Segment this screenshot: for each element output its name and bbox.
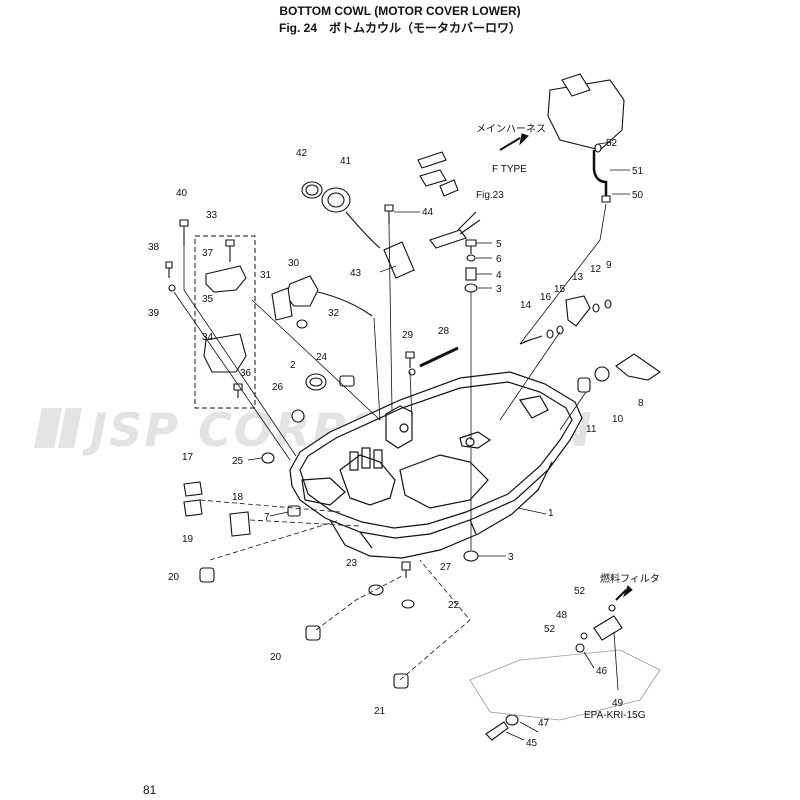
callout-32: 32: [328, 308, 340, 319]
callout-31: 31: [260, 270, 272, 281]
callout-47: 47: [538, 718, 550, 729]
callout-25: 25: [232, 456, 244, 467]
main-harness-note: メインハーネス: [476, 123, 546, 135]
callout-52b: 52: [574, 586, 586, 597]
callout-2: 2: [290, 360, 296, 371]
callout-1: 1: [548, 508, 554, 519]
callout-16: 16: [540, 292, 552, 303]
callout-3b: 3: [508, 552, 514, 563]
callout-40: 40: [176, 188, 188, 199]
figure-subtitle: Fig. 24 ボトムカウル（モータカバーロワ）: [278, 21, 521, 35]
callout-7: 7: [264, 512, 270, 523]
callout-41: 41: [340, 156, 352, 167]
figure-title: BOTTOM COWL (MOTOR COVER LOWER): [279, 4, 521, 18]
callout-30: 30: [288, 258, 300, 269]
callout-48: 48: [556, 610, 568, 621]
callout-19: 19: [182, 534, 194, 545]
annotation-texts: メインハーネス F TYPE Fig.23 燃料フィルタ EPA-KRI-15G: [476, 123, 660, 721]
page-number: 81: [143, 783, 157, 797]
parts-drawings: [165, 73, 661, 741]
callout-6: 6: [496, 254, 502, 265]
callout-13: 13: [572, 272, 584, 283]
callout-52: 52: [606, 138, 618, 149]
callout-45: 45: [526, 738, 538, 749]
callout-35: 35: [202, 294, 214, 305]
callout-17: 17: [182, 452, 194, 463]
callout-39: 39: [148, 308, 160, 319]
part-code-note: EPA-KRI-15G: [584, 710, 646, 721]
callout-44: 44: [422, 207, 434, 218]
callout-22: 22: [448, 600, 460, 611]
fuel-filter-note: 燃料フィルタ: [600, 572, 660, 585]
callout-27: 27: [440, 562, 452, 573]
callout-42: 42: [296, 148, 308, 159]
callout-26: 26: [272, 382, 284, 393]
leader-lines: [173, 141, 630, 741]
callout-23: 23: [346, 558, 358, 569]
callout-21: 21: [374, 706, 386, 717]
callout-12: 12: [590, 264, 602, 275]
callout-43: 43: [350, 268, 362, 279]
callout-46: 46: [596, 666, 608, 677]
callout-4: 4: [496, 270, 502, 281]
callout-20b: 20: [270, 652, 282, 663]
callout-11: 11: [586, 424, 597, 435]
callout-numbers: 1 2 3 3 4 5 6 7 8 9 10 11 12 13 14 15 16…: [148, 138, 644, 749]
callout-20: 20: [168, 572, 180, 583]
arrows: [499, 133, 633, 601]
callout-5: 5: [496, 239, 502, 250]
callout-49: 49: [612, 698, 624, 709]
f-type-note: F TYPE: [492, 164, 527, 175]
fig-ref-note: Fig.23: [476, 190, 504, 201]
callout-33: 33: [206, 210, 218, 221]
callout-29: 29: [402, 330, 414, 341]
callout-34: 34: [202, 332, 214, 343]
callout-14: 14: [520, 300, 532, 311]
bottom-cowl-drawing: [289, 371, 583, 559]
callout-38: 38: [148, 242, 160, 253]
callout-24: 24: [316, 352, 328, 363]
callout-36: 36: [240, 368, 252, 379]
callout-50: 50: [632, 190, 644, 201]
callout-10: 10: [612, 414, 624, 425]
callout-28: 28: [438, 326, 450, 337]
callout-3: 3: [496, 284, 502, 295]
callout-52c: 52: [544, 624, 556, 635]
callout-18: 18: [232, 492, 244, 503]
callout-37: 37: [202, 248, 214, 259]
callout-8: 8: [638, 398, 644, 409]
callout-9: 9: [606, 260, 612, 271]
callout-51: 51: [632, 166, 644, 177]
callout-15: 15: [554, 284, 566, 295]
